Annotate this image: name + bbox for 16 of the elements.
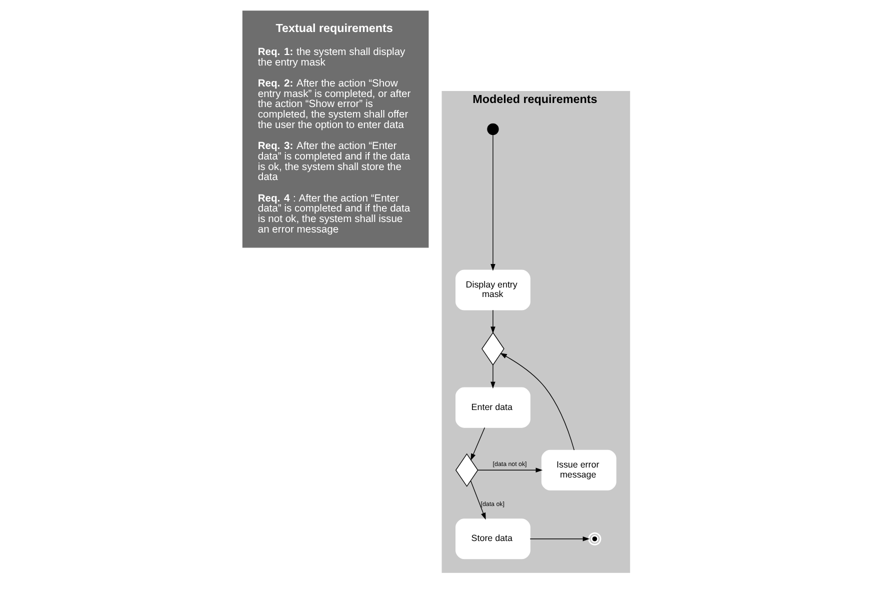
arrow bbox=[490, 310, 495, 334]
node-box: Enter data bbox=[455, 387, 530, 428]
arrow bbox=[490, 134, 495, 271]
arrow bbox=[477, 468, 542, 473]
node-circle bbox=[486, 123, 498, 136]
node-box: Display entry mask bbox=[455, 270, 530, 310]
node-box: Issue error message bbox=[540, 450, 616, 490]
arrow bbox=[529, 536, 590, 542]
node-box: Textual requirements Req. 1: the system shall display the entry mask Req. 2: After the action “Show entry mask” is completed, or after the action “Show error” is completed, the system shall offer the user the option to enter data Req. 3: After the action “Enter data” is completed and if the data is ok, the system shall store the data Req. 4: After the action “Enter data” is completed and if the data is not ok, the system shall issue an error message bbox=[242, 10, 428, 248]
node-box: Store data bbox=[455, 518, 530, 560]
node-diamond bbox=[481, 332, 504, 366]
arrow bbox=[470, 427, 485, 461]
arrow bbox=[490, 364, 495, 389]
arrow bbox=[470, 480, 486, 520]
node-circle bbox=[588, 532, 601, 546]
arrow bbox=[500, 352, 574, 450]
